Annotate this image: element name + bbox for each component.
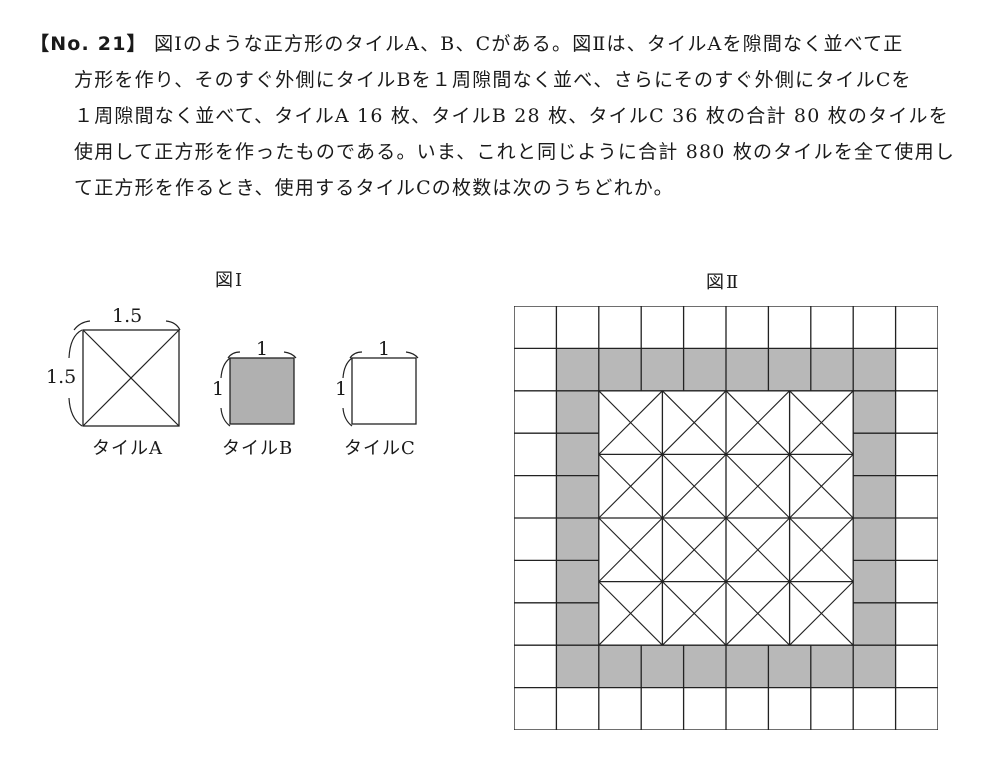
problem-line-2: 方形を作り、そのすぐ外側にタイルBを１周隙間なく並べ、さらにそのすぐ外側にタイル… [74,69,912,91]
tileA-diagram [68,320,181,427]
tileC-label: タイルC [344,438,416,459]
figure1-title: 図Ⅰ [215,270,245,291]
problem-line-4: 使用して正方形を作ったものである。いま、これと同じように合計 880 枚のタイル… [74,141,956,163]
tileB-diagram [220,351,297,427]
problem-line-3: １周隙間なく並べて、タイルA 16 枚、タイルB 28 枚、タイルC 36 枚の… [74,105,949,127]
tileA-left-dimension: 1.5 [46,366,77,388]
tileB-label: タイルB [222,438,294,459]
tileA-label: タイルA [92,438,163,459]
tileB-left-dimension: 1 [212,378,225,400]
tileB-top-dimension: 1 [256,338,269,360]
tileA-top-dimension: 1.5 [112,305,143,327]
problem-statement: 【No. 21】 図Ⅰのような正方形のタイルA、B、Cがある。図Ⅱは、タイルAを… [30,26,980,206]
figure2-title: 図Ⅱ [706,272,741,293]
figure2-tile-square [514,306,938,730]
problem-line-5: て正方形を作るとき、使用するタイルCの枚数は次のうちどれか。 [74,177,674,199]
problem-line-1: 【No. 21】 図Ⅰのような正方形のタイルA、B、Cがある。図Ⅱは、タイルAを… [30,33,904,55]
tileC-top-dimension: 1 [378,338,391,360]
tileC-diagram [342,351,419,427]
problem-number: 【No. 21】 [30,33,147,55]
tileC-left-dimension: 1 [335,378,348,400]
